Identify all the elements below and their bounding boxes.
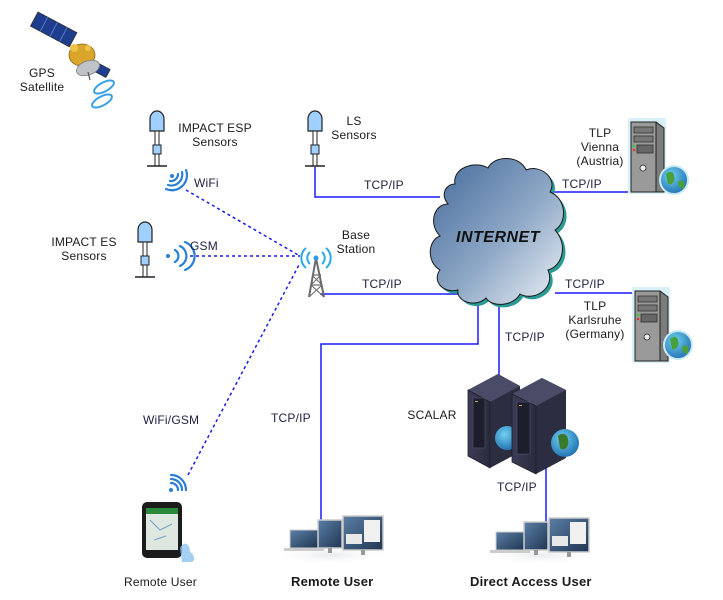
ls-label-line1: LS xyxy=(346,114,362,128)
wifi-gsm-label: WiFi/GSM xyxy=(143,413,200,427)
wifi-label: WiFi xyxy=(194,176,219,190)
tlp-vienna-label: TLP Vienna (Austria) xyxy=(568,126,632,168)
workstation-icon-direct xyxy=(478,517,602,565)
antenna-tower-icon xyxy=(300,247,332,298)
sensor-icon-impact-es xyxy=(135,221,155,278)
tlp-vienna-label-line1: TLP xyxy=(588,126,612,140)
tlp-karlsruhe-label-line1: TLP xyxy=(583,299,607,313)
impact-es-label-line1: IMPACT ES xyxy=(51,235,117,249)
gsm-label: GSM xyxy=(190,239,218,253)
ls-sensors-label: LS Sensors xyxy=(326,114,382,142)
tcpip-label-ls: TCP/IP xyxy=(364,178,404,192)
base-station-label: Base Station xyxy=(330,228,382,256)
impact-esp-label-line1: IMPACT ESP xyxy=(178,121,252,135)
impact-esp-label: IMPACT ESP Sensors xyxy=(175,121,255,149)
gps-label-line1: GPS xyxy=(29,66,55,80)
sensor-icon-impact-esp xyxy=(147,110,167,167)
wifi-signal-icon-esp xyxy=(164,168,189,192)
remote-user-mobile-label: Remote User xyxy=(124,575,197,589)
direct-access-user-label: Direct Access User xyxy=(470,574,592,589)
wifi-signal-icon-mobile xyxy=(169,473,188,492)
link-mobile-base xyxy=(187,262,301,476)
tcpip-label-remote: TCP/IP xyxy=(271,411,311,425)
ls-label-line2: Sensors xyxy=(331,128,377,142)
wired-links xyxy=(314,167,632,522)
tlp-karlsruhe-label-line2: Karlsruhe xyxy=(568,313,622,327)
tlp-vienna-label-line3: (Austria) xyxy=(576,154,624,168)
link-ls-internet xyxy=(314,167,440,198)
tlp-vienna-label-line2: Vienna xyxy=(580,140,620,154)
server-tower-icon-vienna xyxy=(628,118,689,195)
tcpip-label-scalar: TCP/IP xyxy=(505,330,545,344)
tcpip-label-vienna: TCP/IP xyxy=(562,177,602,191)
gps-satellite-label: GPS Satellite xyxy=(14,66,70,94)
base-station-label-line2: Station xyxy=(336,242,376,256)
base-station-label-line1: Base xyxy=(341,228,371,242)
wifi-signal-icon-gsm xyxy=(166,240,196,272)
tcpip-label-direct: TCP/IP xyxy=(497,480,537,494)
link-internet-remote-desktop xyxy=(320,300,479,520)
scalar-label: SCALAR xyxy=(407,408,457,422)
internet-label: INTERNET xyxy=(456,229,540,246)
internet-cloud-icon xyxy=(429,158,567,308)
impact-es-label-line2: Sensors xyxy=(61,249,107,263)
server-tower-icon-karlsruhe xyxy=(632,287,693,363)
tcpip-label-karlsruhe: TCP/IP xyxy=(565,277,605,291)
link-wifi-esp-base xyxy=(185,189,301,257)
smartphone-icon xyxy=(142,502,195,562)
tcpip-label-base: TCP/IP xyxy=(362,277,402,291)
impact-es-label: IMPACT ES Sensors xyxy=(44,235,124,263)
workstation-icon-remote xyxy=(268,515,392,565)
server-rack-icon xyxy=(467,374,579,475)
tlp-karlsruhe-label: TLP Karlsruhe (Germany) xyxy=(558,299,632,341)
satellite-icon xyxy=(29,11,115,109)
wireless-links xyxy=(185,189,301,476)
sensor-icon-ls xyxy=(305,110,325,167)
impact-esp-label-line2: Sensors xyxy=(192,135,238,149)
remote-user-desktop-label: Remote User xyxy=(291,574,374,589)
tlp-karlsruhe-label-line3: (Germany) xyxy=(565,327,625,341)
gps-label-line2: Satellite xyxy=(19,80,65,94)
